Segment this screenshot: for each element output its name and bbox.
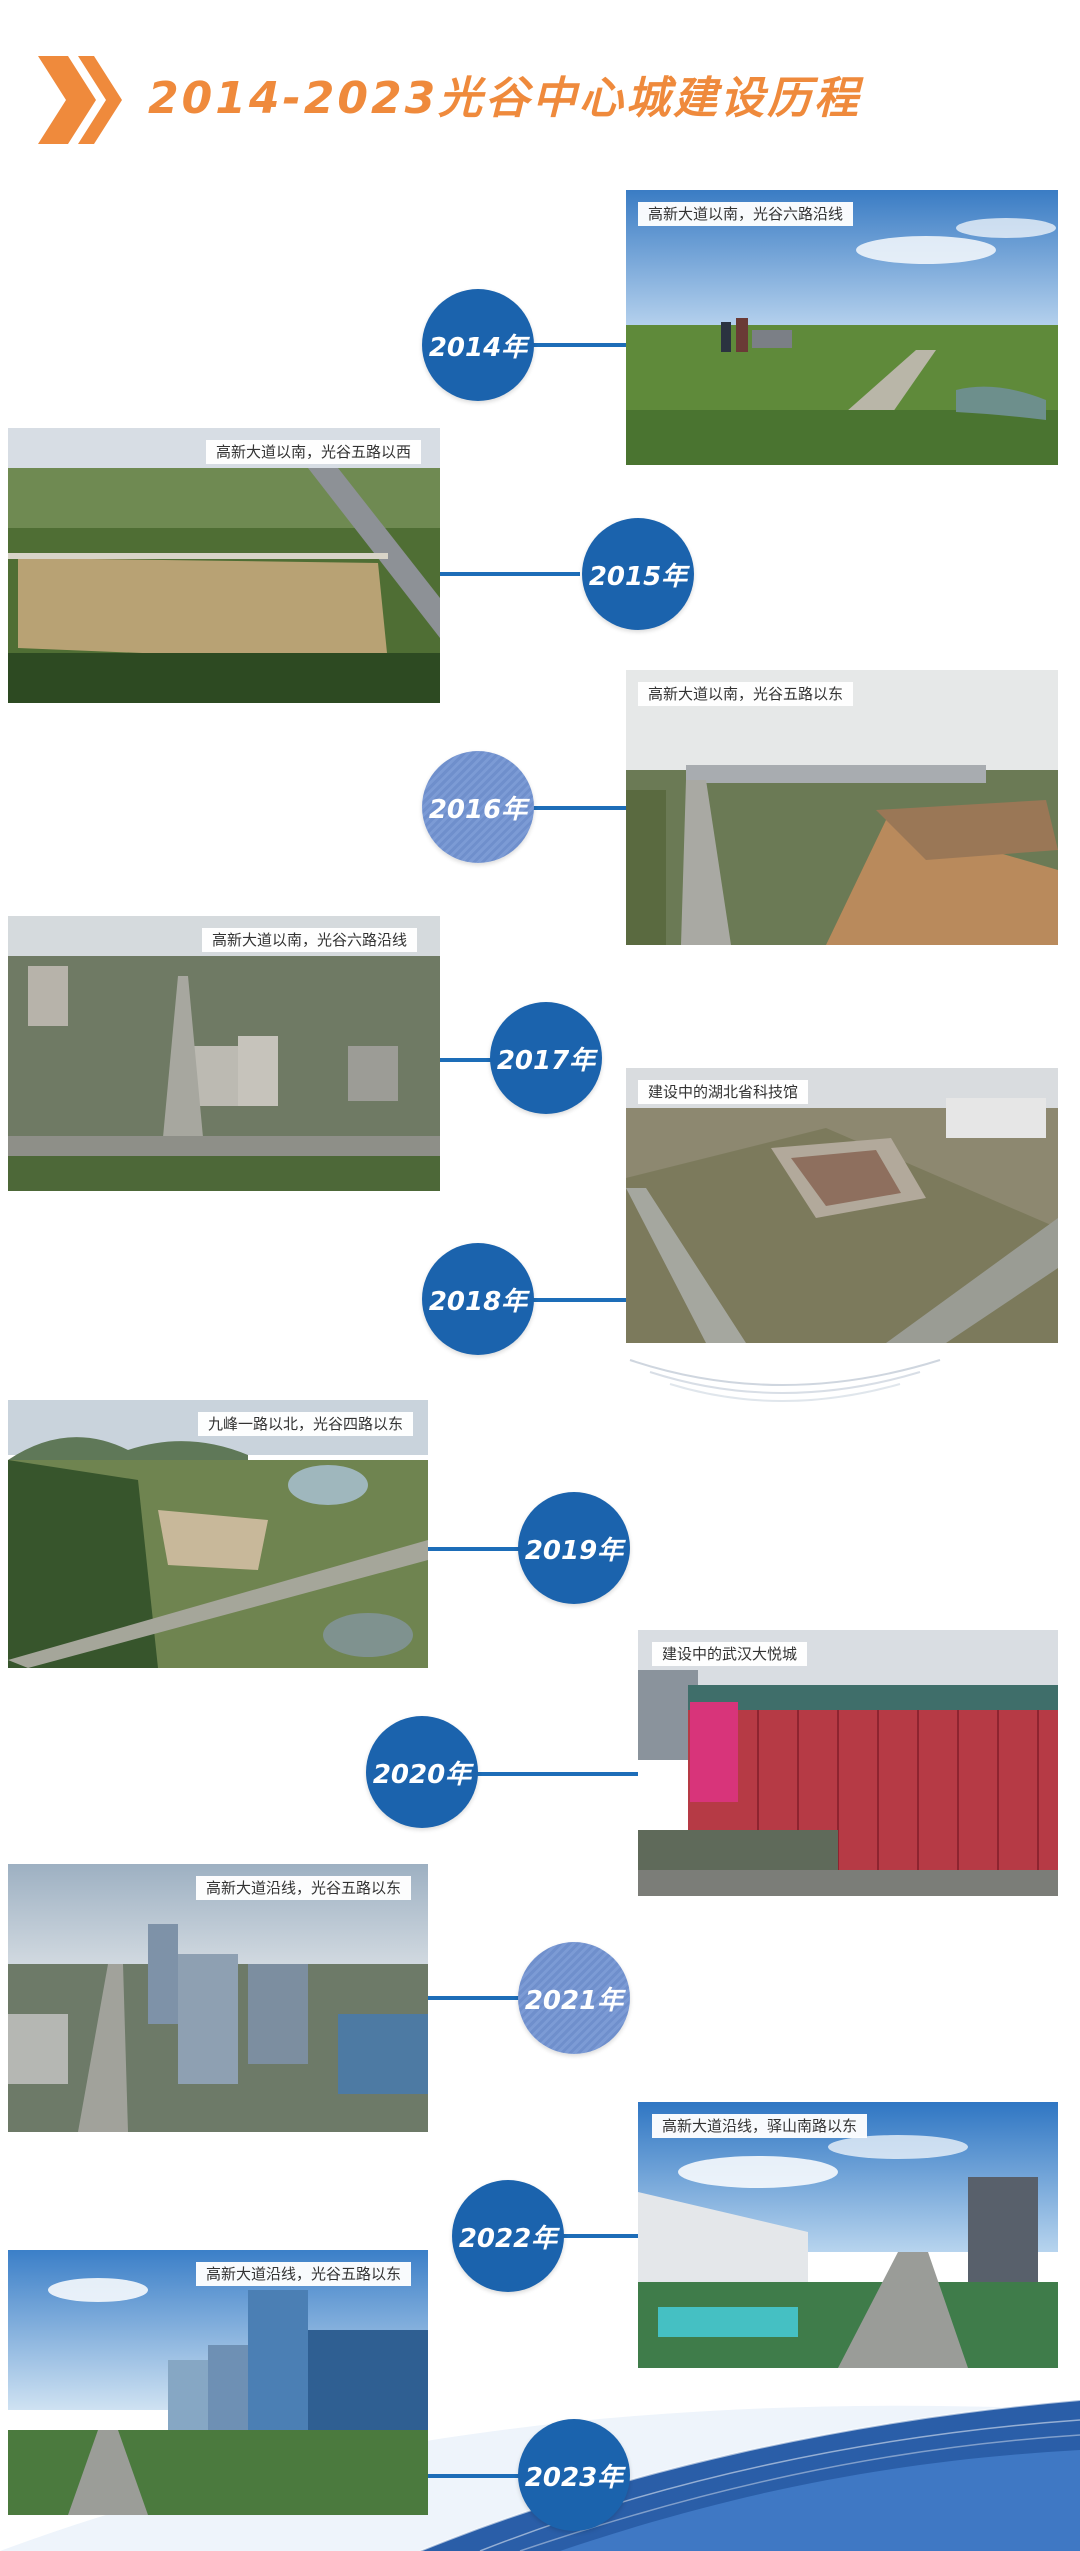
photo-2015: 高新大道以南，光谷五路以西 xyxy=(8,428,440,703)
photo-2014: 高新大道以南，光谷六路沿线 xyxy=(626,190,1058,465)
photo-caption: 高新大道以南，光谷六路沿线 xyxy=(638,202,854,226)
page-title: 2014-2023光谷中心城建设历程 xyxy=(148,73,862,124)
timeline-connector xyxy=(560,2234,638,2238)
photo-2022: 高新大道沿线，驿山南路以东 xyxy=(638,2102,1058,2368)
timeline-connector xyxy=(440,1058,496,1062)
year-badge: 2016年 xyxy=(422,751,534,863)
photo-2023: 高新大道沿线，光谷五路以东 xyxy=(8,2250,428,2515)
year-badge: 2014年 xyxy=(422,289,534,401)
photo-2016: 高新大道以南，光谷五路以东 xyxy=(626,670,1058,945)
photo-caption: 高新大道以南，光谷五路以西 xyxy=(206,440,422,464)
year-badge: 2022年 xyxy=(452,2180,564,2292)
timeline-connector xyxy=(518,1298,626,1302)
photo-2021: 高新大道沿线，光谷五路以东 xyxy=(8,1864,428,2132)
photo-caption: 建设中的湖北省科技馆 xyxy=(638,1080,809,1104)
photo-2017: 高新大道以南，光谷六路沿线 xyxy=(8,916,440,1191)
photo-caption: 高新大道以南，光谷五路以东 xyxy=(638,682,854,706)
photo-caption: 高新大道沿线，光谷五路以东 xyxy=(196,2262,412,2286)
photo-caption: 高新大道沿线，驿山南路以东 xyxy=(652,2114,868,2138)
photo-caption: 高新大道以南，光谷六路沿线 xyxy=(202,928,418,952)
timeline-connector xyxy=(428,1996,524,2000)
year-badge: 2017年 xyxy=(490,1002,602,1114)
year-badge: 2015年 xyxy=(582,518,694,630)
timeline-connector xyxy=(518,343,626,347)
photo-2020: 建设中的武汉大悦城 xyxy=(638,1630,1058,1896)
timeline-connector xyxy=(476,1772,638,1776)
photo-2019: 九峰一路以北，光谷四路以东 xyxy=(8,1400,428,1668)
timeline-connector xyxy=(428,1547,524,1551)
timeline-connector xyxy=(518,806,626,810)
photo-caption: 高新大道沿线，光谷五路以东 xyxy=(196,1876,412,1900)
year-badge: 2019年 xyxy=(518,1492,630,1604)
timeline-connector xyxy=(428,2474,524,2478)
year-badge: 2023年 xyxy=(518,2419,630,2531)
timeline-connector xyxy=(440,572,580,576)
year-badge: 2020年 xyxy=(366,1716,478,1828)
chevron-right-icon xyxy=(38,56,122,144)
photo-2018: 建设中的湖北省科技馆 xyxy=(626,1068,1058,1343)
photo-caption: 建设中的武汉大悦城 xyxy=(652,1642,808,1666)
photo-caption: 九峰一路以北，光谷四路以东 xyxy=(198,1412,414,1436)
year-badge: 2021年 xyxy=(518,1942,630,2054)
year-badge: 2018年 xyxy=(422,1243,534,1355)
